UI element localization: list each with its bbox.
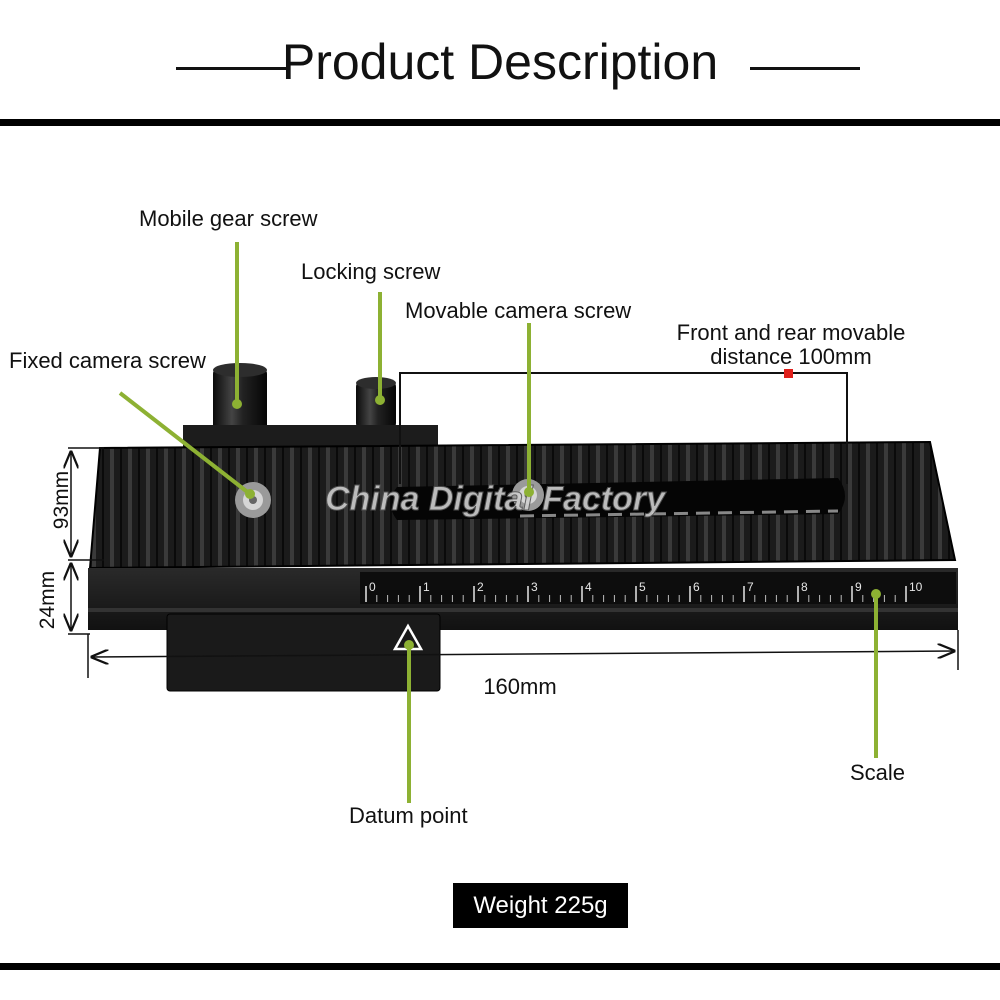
top-divider	[0, 119, 1000, 126]
bracket-marker	[784, 369, 793, 378]
scale-ticks: 0 1 2 3 4 5 6 7 8 9 10	[365, 580, 923, 602]
camera-slot	[390, 478, 845, 520]
label-mobile-gear-screw: Mobile gear screw	[139, 206, 318, 231]
clamp-bar	[183, 425, 438, 447]
label-fixed-camera-screw: Fixed camera screw	[9, 348, 206, 373]
dimension-93mm	[68, 447, 104, 561]
scale-tick-label: 0	[369, 580, 376, 594]
label-movable-distance-line1: Front and rear movable	[676, 320, 906, 345]
title-rule-left	[176, 67, 286, 70]
scale-tick-label: 8	[801, 580, 808, 594]
scale-tick-label: 1	[423, 580, 430, 594]
scale-tick-label: 2	[477, 580, 484, 594]
dim-24mm-label: 24mm	[36, 571, 59, 629]
locking-screw-knob	[356, 377, 396, 430]
label-scale: Scale	[850, 760, 906, 785]
label-movable-camera-screw: Movable camera screw	[405, 298, 632, 323]
dimension-24mm	[68, 564, 90, 635]
scale-tick-label: 4	[585, 580, 592, 594]
dim-93mm-label: 93mm	[50, 471, 73, 529]
page-title: Product Description	[281, 34, 719, 90]
dimension-160mm	[87, 630, 959, 678]
watermark-text: China Digital Factory	[325, 480, 667, 518]
dim-160mm-label: 160mm	[483, 674, 556, 699]
weight-badge: Weight 225g	[453, 883, 628, 928]
scale-tick-label: 6	[693, 580, 700, 594]
scale-tick-label: 7	[747, 580, 754, 594]
label-locking-screw: Locking screw	[301, 259, 441, 284]
label-movable-distance-line2: distance 100mm	[710, 344, 872, 369]
scale-tick-label: 5	[639, 580, 646, 594]
scale-tick-label: 3	[531, 580, 538, 594]
label-movable-distance: Front and rear movable distance 100mm	[650, 321, 932, 369]
scale-tick-label: 9	[855, 580, 862, 594]
leader-lines	[118, 242, 881, 803]
leader-fixed-camera	[118, 391, 252, 496]
scale-tick-label: 10	[909, 580, 923, 594]
datum-block	[166, 613, 441, 692]
title-rule-right	[750, 67, 860, 70]
bottom-divider	[0, 963, 1000, 970]
label-datum-point: Datum point	[349, 803, 468, 828]
movable-distance-bracket	[399, 372, 848, 484]
